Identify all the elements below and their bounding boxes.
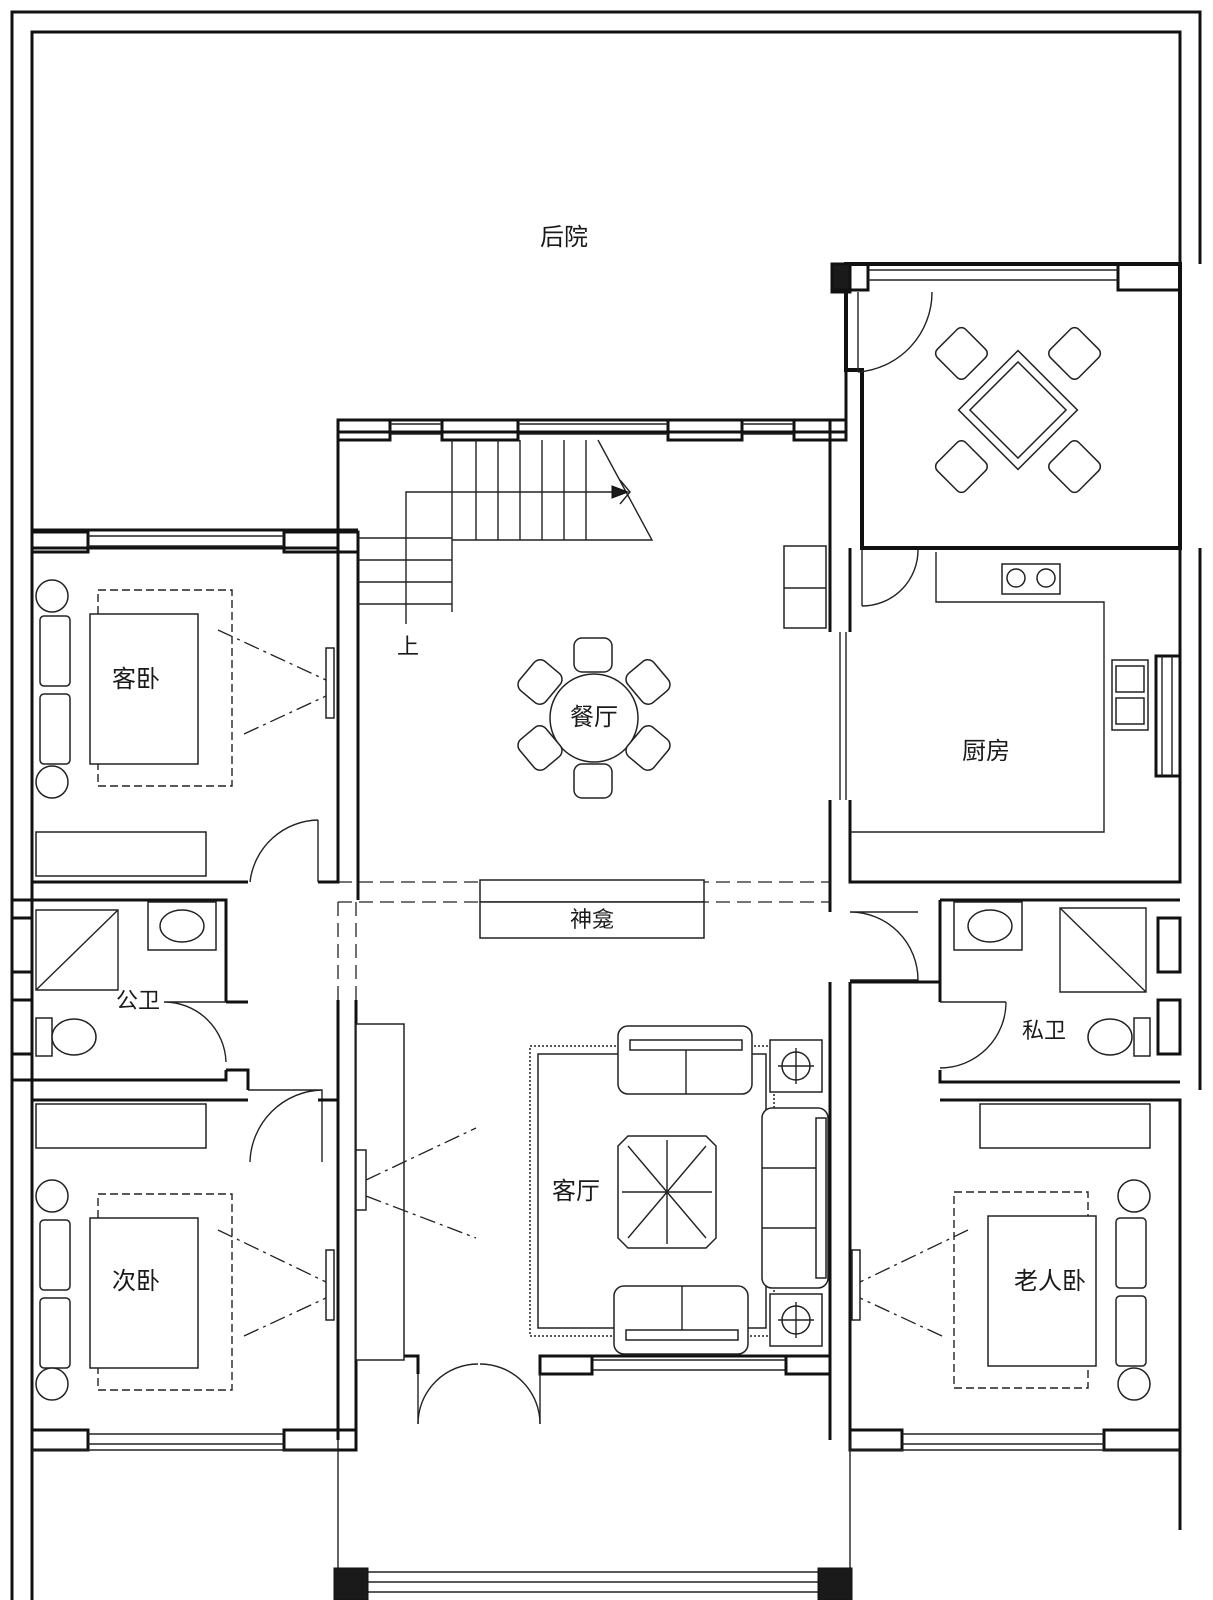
second-bedroom: 次卧 [30,1098,358,1452]
backyard-boundary [32,370,848,550]
kitchen: 厨房 [828,420,1202,1090]
corridor-doors [226,911,940,1163]
guest-bedroom: 客卧 [30,530,360,900]
coffee-table [617,1135,717,1249]
dining-room-label: 餐厅 [570,703,618,731]
public-bathroom: 公卫 [10,898,228,1082]
kitchen-label: 厨房 [962,737,1010,765]
dining-area: 上 餐厅 [336,418,848,799]
guest-bedroom-label: 客卧 [112,665,160,693]
shrine-label: 神龛 [570,908,614,933]
stair-up-label: 上 [397,635,419,660]
living-room: 客厅 [336,982,852,1440]
living-room-label: 客厅 [552,1177,600,1205]
elder-bedroom: 老人卧 [848,1098,1182,1530]
backyard-label: 后院 [540,223,588,251]
staircase: 上 [358,439,654,660]
private-bathroom-label: 私卫 [1022,1019,1066,1044]
public-bathroom-label: 公卫 [116,989,160,1014]
tea-room [830,262,1182,550]
front-porch [30,1440,1182,1600]
elder-bedroom-label: 老人卧 [1014,1267,1086,1295]
dining-table [517,637,671,799]
second-bedroom-label: 次卧 [112,1267,160,1295]
private-bathroom: 私卫 [938,898,1182,1084]
tea-table [934,326,1102,494]
shrine: 神龛 [337,879,830,1000]
